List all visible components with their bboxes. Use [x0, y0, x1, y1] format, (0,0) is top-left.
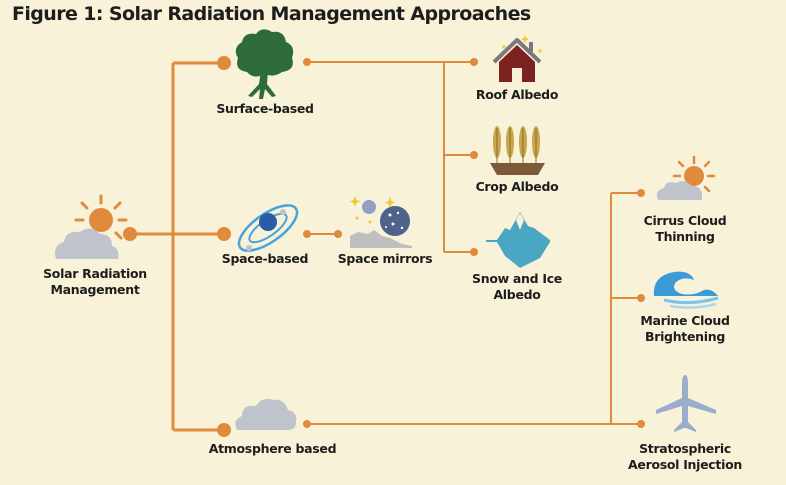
planet-orbit-icon: [237, 204, 299, 252]
dot-cirrus: [637, 189, 645, 197]
dot-surface-out: [303, 58, 311, 66]
house-icon: [492, 35, 543, 82]
node-label-snow-ice-albedo: Snow and Ice Albedo: [472, 271, 562, 302]
dot-mirrors: [334, 230, 342, 238]
node-label-space-mirrors: Space mirrors: [337, 251, 433, 266]
dot-roof: [470, 58, 478, 66]
dot-atmo-out: [303, 420, 311, 428]
figure-title: Figure 1: Solar Radiation Management App…: [12, 3, 531, 25]
node-label-roof-albedo: Roof Albedo: [475, 87, 559, 102]
connector-dots: [123, 56, 645, 437]
node-label-stratospheric: Stratospheric Aerosol Injection: [628, 441, 742, 472]
tree-icon: [235, 29, 294, 99]
dot-root: [123, 227, 137, 241]
dot-atmo-in: [217, 423, 231, 437]
node-label-root: Solar Radiation Management: [43, 266, 147, 297]
wave-icon: [653, 271, 719, 309]
node-label-space: Space-based: [221, 251, 309, 266]
dot-space-out: [303, 230, 311, 238]
iceberg-icon: [486, 212, 550, 268]
connectors-secondary: [307, 61, 641, 425]
moon-stars-icon: [349, 196, 412, 248]
sun-cloud-icon: [656, 155, 716, 200]
node-label-atmosphere: Atmosphere based: [208, 441, 337, 456]
dot-strat: [637, 420, 645, 428]
node-label-marine: Marine Cloud Brightening: [640, 313, 730, 344]
dot-surface-in: [217, 56, 231, 70]
dot-crop: [470, 151, 478, 159]
dot-marine: [637, 294, 645, 302]
wheat-icon: [490, 126, 545, 175]
dot-space-in: [217, 227, 231, 241]
airplane-icon: [656, 375, 716, 432]
cloud-icon: [235, 398, 297, 430]
connectors: [130, 61, 224, 432]
node-label-cirrus: Cirrus Cloud Thinning: [643, 213, 727, 244]
dot-snow: [470, 248, 478, 256]
node-label-crop-albedo: Crop Albedo: [475, 179, 559, 194]
node-label-surface: Surface-based: [216, 101, 314, 116]
sun-behind-cloud-icon: [55, 194, 128, 259]
